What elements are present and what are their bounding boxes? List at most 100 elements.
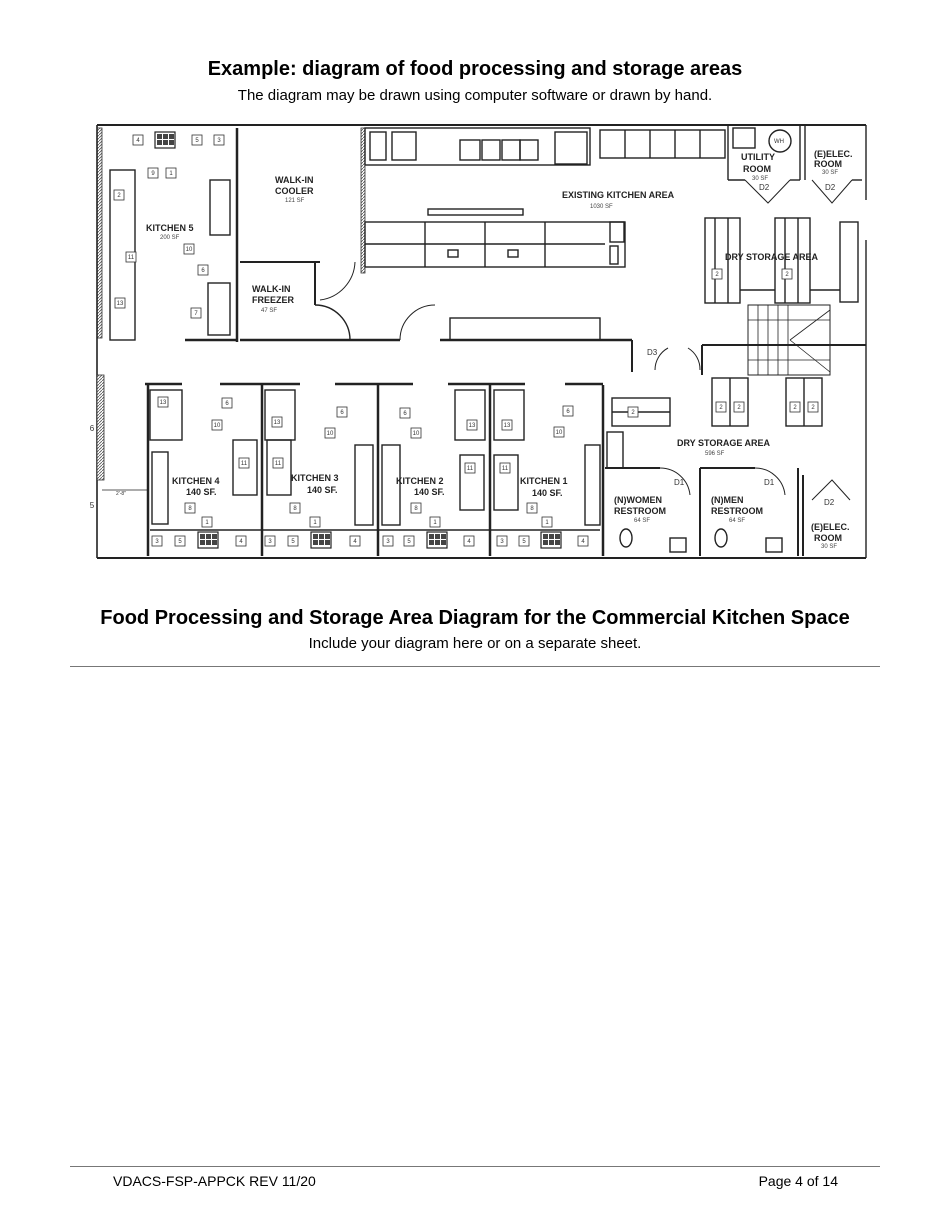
svg-text:10: 10 [413, 431, 420, 437]
svg-text:2: 2 [715, 272, 719, 278]
equipment-tag: 8 [184, 502, 196, 514]
kitchen5-label: KITCHEN 5 [146, 223, 194, 233]
elec-room-bottom-label: (E)ELEC. [811, 522, 850, 532]
svg-text:13: 13 [274, 420, 281, 426]
svg-text:11: 11 [275, 461, 282, 467]
equipment-tag: 5 [191, 134, 203, 146]
svg-text:1: 1 [313, 520, 317, 526]
elec-room-bottom-area: 30 SF [821, 544, 837, 550]
equipment-tag: 3 [151, 535, 163, 547]
equipment-tag: 11 [464, 462, 476, 474]
equipment-tag: 3 [496, 535, 508, 547]
svg-text:3: 3 [217, 138, 221, 144]
equipment-tag: 10 [183, 243, 195, 255]
dry-storage-lower-label: DRY STORAGE AREA [677, 438, 771, 448]
svg-text:4: 4 [467, 539, 471, 545]
equipment-tag: 2 [715, 401, 727, 413]
equipment-tag: 6 [336, 406, 348, 418]
equipment-tag: 11 [125, 251, 137, 263]
svg-text:2: 2 [719, 405, 723, 411]
elec-room-top-area: 30 SF [822, 170, 838, 176]
door-d5: D5 [90, 501, 95, 510]
stove-icon [310, 531, 332, 549]
equipment-tag: 10 [553, 426, 565, 438]
stove-icon [197, 531, 219, 549]
kitchen3-area: 140 SF. [307, 485, 338, 495]
elec-room-top-label: (E)ELEC. [814, 149, 853, 159]
svg-text:3: 3 [386, 539, 390, 545]
svg-text:5: 5 [178, 539, 182, 545]
women-restroom-label: (N)WOMEN [614, 495, 662, 505]
equipment-tag: 5 [287, 535, 299, 547]
equipment-tag: 11 [272, 457, 284, 469]
equipment-tag: 5 [174, 535, 186, 547]
equipment-tag: 8 [289, 502, 301, 514]
equipment-tag: 13 [157, 396, 169, 408]
existing-kitchen-label: EXISTING KITCHEN AREA [562, 190, 675, 200]
door-d6: D6 [90, 424, 95, 433]
kitchen2-area: 140 SF. [414, 487, 445, 497]
stove-icon [540, 531, 562, 549]
svg-text:8: 8 [293, 506, 297, 512]
svg-text:4: 4 [581, 539, 585, 545]
svg-text:2: 2 [811, 405, 815, 411]
svg-text:13: 13 [160, 400, 167, 406]
equipment-tag: 1 [201, 516, 213, 528]
svg-text:1: 1 [545, 520, 549, 526]
door-d2-utility: D2 [759, 183, 770, 192]
svg-text:5: 5 [291, 539, 295, 545]
svg-text:9: 9 [151, 171, 155, 177]
svg-text:11: 11 [502, 466, 509, 472]
men-restroom-label-2: RESTROOM [711, 506, 763, 516]
kitchen4-label: KITCHEN 4 [172, 476, 220, 486]
kitchen4-area: 140 SF. [186, 487, 217, 497]
svg-text:3: 3 [500, 539, 504, 545]
footer-form-id: VDACS-FSP-APPCK REV 11/20 [113, 1173, 316, 1189]
svg-text:11: 11 [241, 461, 248, 467]
equipment-tag: 9 [147, 167, 159, 179]
equipment-tag: 3 [213, 134, 225, 146]
equipment-tag: 4 [463, 535, 475, 547]
equipment-tag: 8 [410, 502, 422, 514]
equipment-tag: 1 [165, 167, 177, 179]
svg-text:13: 13 [504, 423, 511, 429]
svg-text:6: 6 [340, 410, 344, 416]
door-labels: D1 D1 D2 D2 D2 D3 D5 D6 2'-8" WH [90, 139, 836, 510]
equipment-tag: 1 [541, 516, 553, 528]
equipment-tag: 5 [403, 535, 415, 547]
svg-text:5: 5 [407, 539, 411, 545]
dry-storage-lower-area: 596 SF [705, 451, 725, 457]
door-d2-elec-bottom: D2 [824, 498, 835, 507]
svg-text:2: 2 [793, 405, 797, 411]
equipment-tag: 11 [238, 457, 250, 469]
svg-text:1: 1 [169, 171, 173, 177]
svg-text:2: 2 [737, 405, 741, 411]
walkin-cooler-label: WALK-IN [275, 175, 314, 185]
equipment-tag: 6 [197, 264, 209, 276]
men-restroom-area: 64 SF [729, 518, 745, 524]
diagram-drawing-area[interactable] [70, 670, 880, 1160]
equipment-tag: 13 [271, 416, 283, 428]
dry-storage-upper-label: DRY STORAGE AREA [725, 252, 819, 262]
utility-room-area: 30 SF [752, 176, 768, 182]
kitchen3-label: KITCHEN 3 [291, 473, 339, 483]
svg-text:10: 10 [186, 247, 193, 253]
svg-text:2: 2 [785, 272, 789, 278]
example-title: Example: diagram of food processing and … [207, 58, 743, 80]
svg-text:10: 10 [327, 431, 334, 437]
svg-text:1: 1 [205, 520, 209, 526]
equipment-tag: 2 [113, 189, 125, 201]
svg-text:2: 2 [631, 410, 635, 416]
svg-text:4: 4 [136, 138, 140, 144]
svg-text:6: 6 [403, 411, 407, 417]
svg-text:3: 3 [155, 539, 159, 545]
walkin-cooler-label-2: COOLER [275, 186, 314, 196]
water-heater-label: WH [774, 139, 784, 145]
kitchen2-label: KITCHEN 2 [396, 476, 444, 486]
stove-icon [154, 131, 176, 149]
door-d1-men: D1 [764, 478, 775, 487]
existing-kitchen-area: 1030 SF [590, 204, 613, 210]
svg-text:7: 7 [194, 311, 198, 317]
svg-text:11: 11 [128, 255, 135, 261]
